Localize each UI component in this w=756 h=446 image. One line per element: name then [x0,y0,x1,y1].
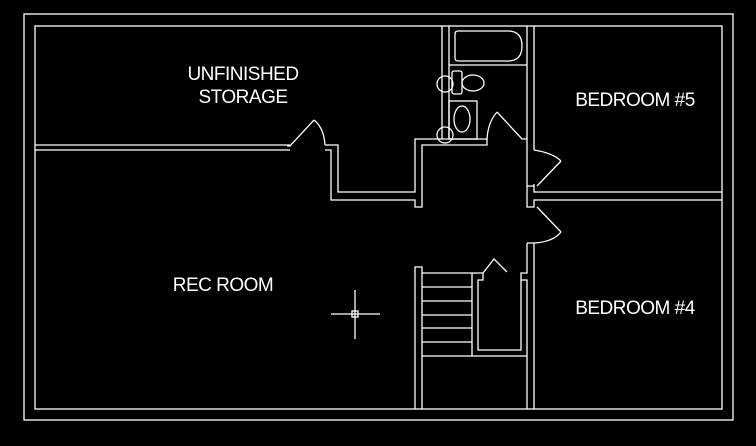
room-label-bedroom4: BEDROOM #4 [575,298,695,319]
toilet-bowl-icon [461,74,485,92]
room-label-storage: STORAGE [198,87,288,108]
bathtub-icon [454,30,523,62]
bedroom4-wall-outer [527,242,535,409]
bathroom [436,26,535,150]
bathroom-door [496,111,527,140]
room-label-bedroom5: BEDROOM #5 [575,90,695,111]
storage-closet-wall [325,138,488,208]
storage-door [287,119,326,147]
room-label-unfinished: UNFINISHED [187,64,299,85]
stair-closet [472,258,522,351]
bedroom4-door [533,206,562,244]
crosshair-icon [331,290,380,339]
staircase [414,266,527,409]
outer-wall-exterior [23,13,734,421]
bedroom5-door [526,149,722,208]
sink-icon [453,105,471,133]
bedroom4-wall-inner [520,243,528,409]
hall-wall [526,150,534,187]
outer-wall-interior [34,25,723,410]
room-label-rec-room: REC ROOM [172,275,274,296]
